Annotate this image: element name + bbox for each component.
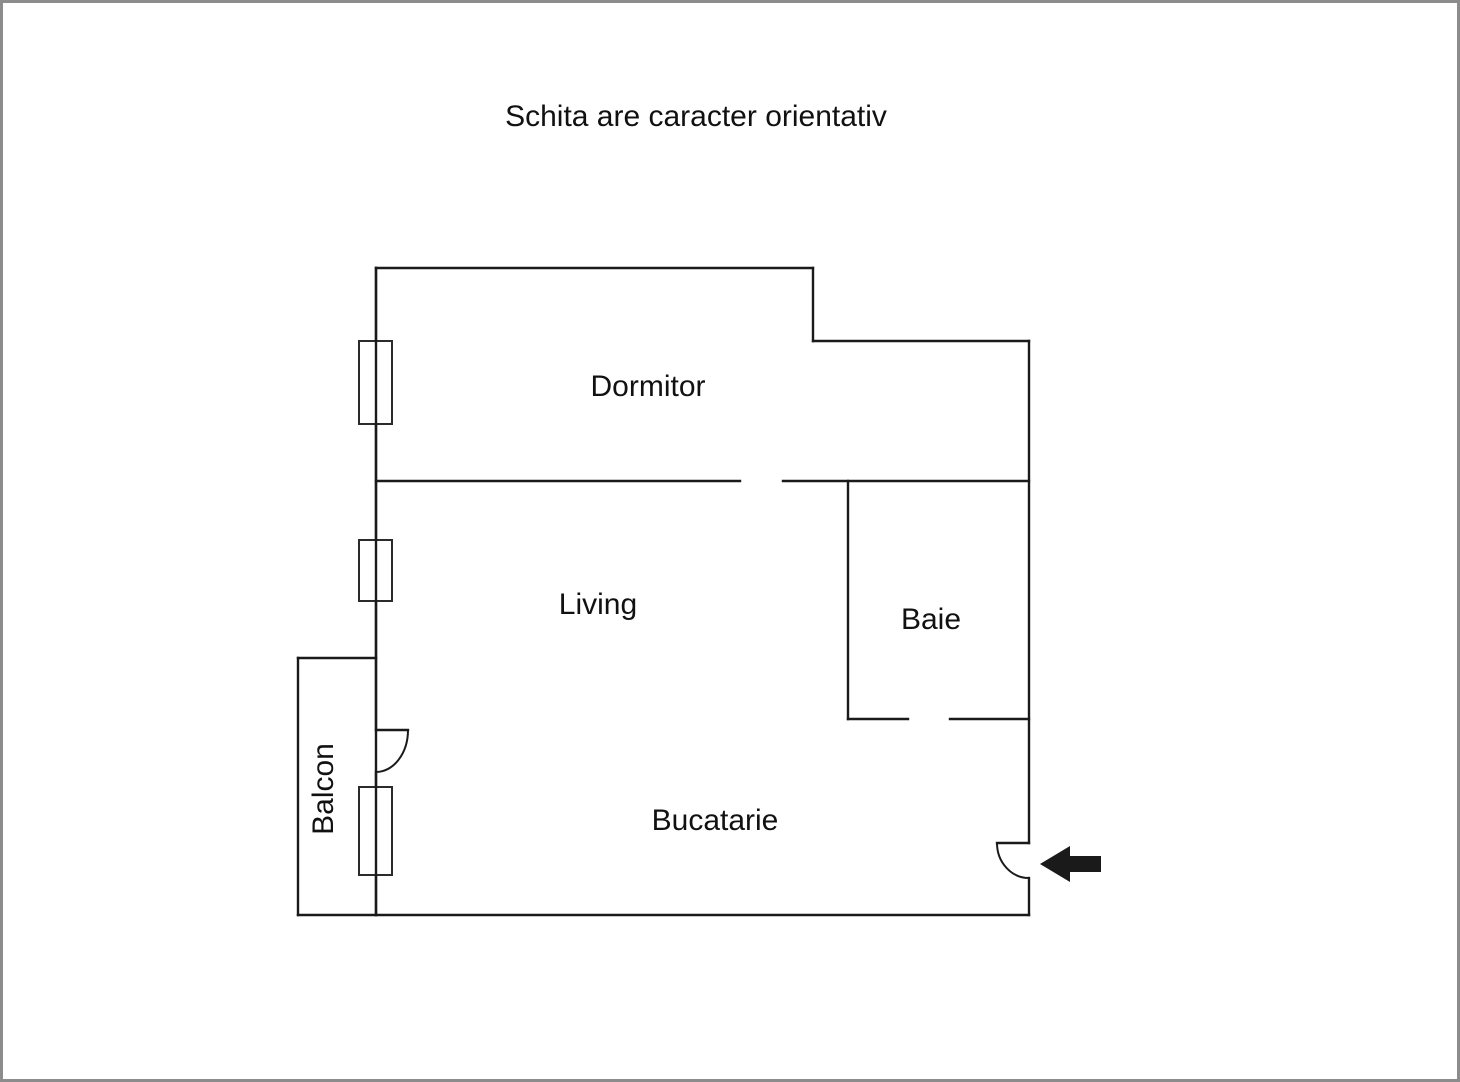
room-label-living: Living <box>559 588 637 621</box>
page-title: Schita are caracter orientativ <box>505 100 887 133</box>
entrance-direction-arrow <box>1040 846 1101 882</box>
room-label-balcon: Balcon <box>307 743 340 835</box>
room-label-baie: Baie <box>901 603 961 636</box>
doors-group <box>374 728 1031 879</box>
room-label-bucatarie: Bucatarie <box>652 804 779 837</box>
door-balcon-swing-arc <box>375 729 409 773</box>
walls-group <box>296 266 1031 917</box>
door-entrance-swing-arc <box>996 842 1030 879</box>
room-label-dormitor: Dormitor <box>590 370 705 403</box>
windows-group <box>358 340 393 876</box>
